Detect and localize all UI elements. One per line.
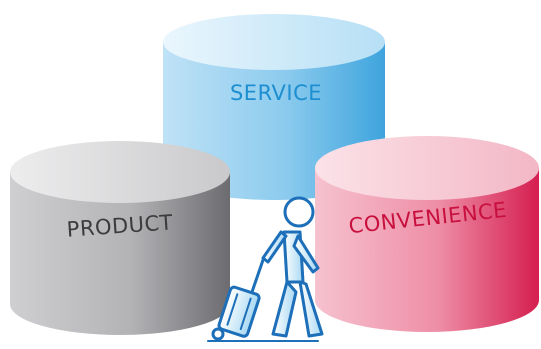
product-cylinder: PRODUCT xyxy=(10,141,230,335)
convenience-cylinder: CONVENIENCE xyxy=(315,136,539,332)
service-label: SERVICE xyxy=(230,81,322,105)
traveler-with-suitcase-icon xyxy=(207,196,324,342)
